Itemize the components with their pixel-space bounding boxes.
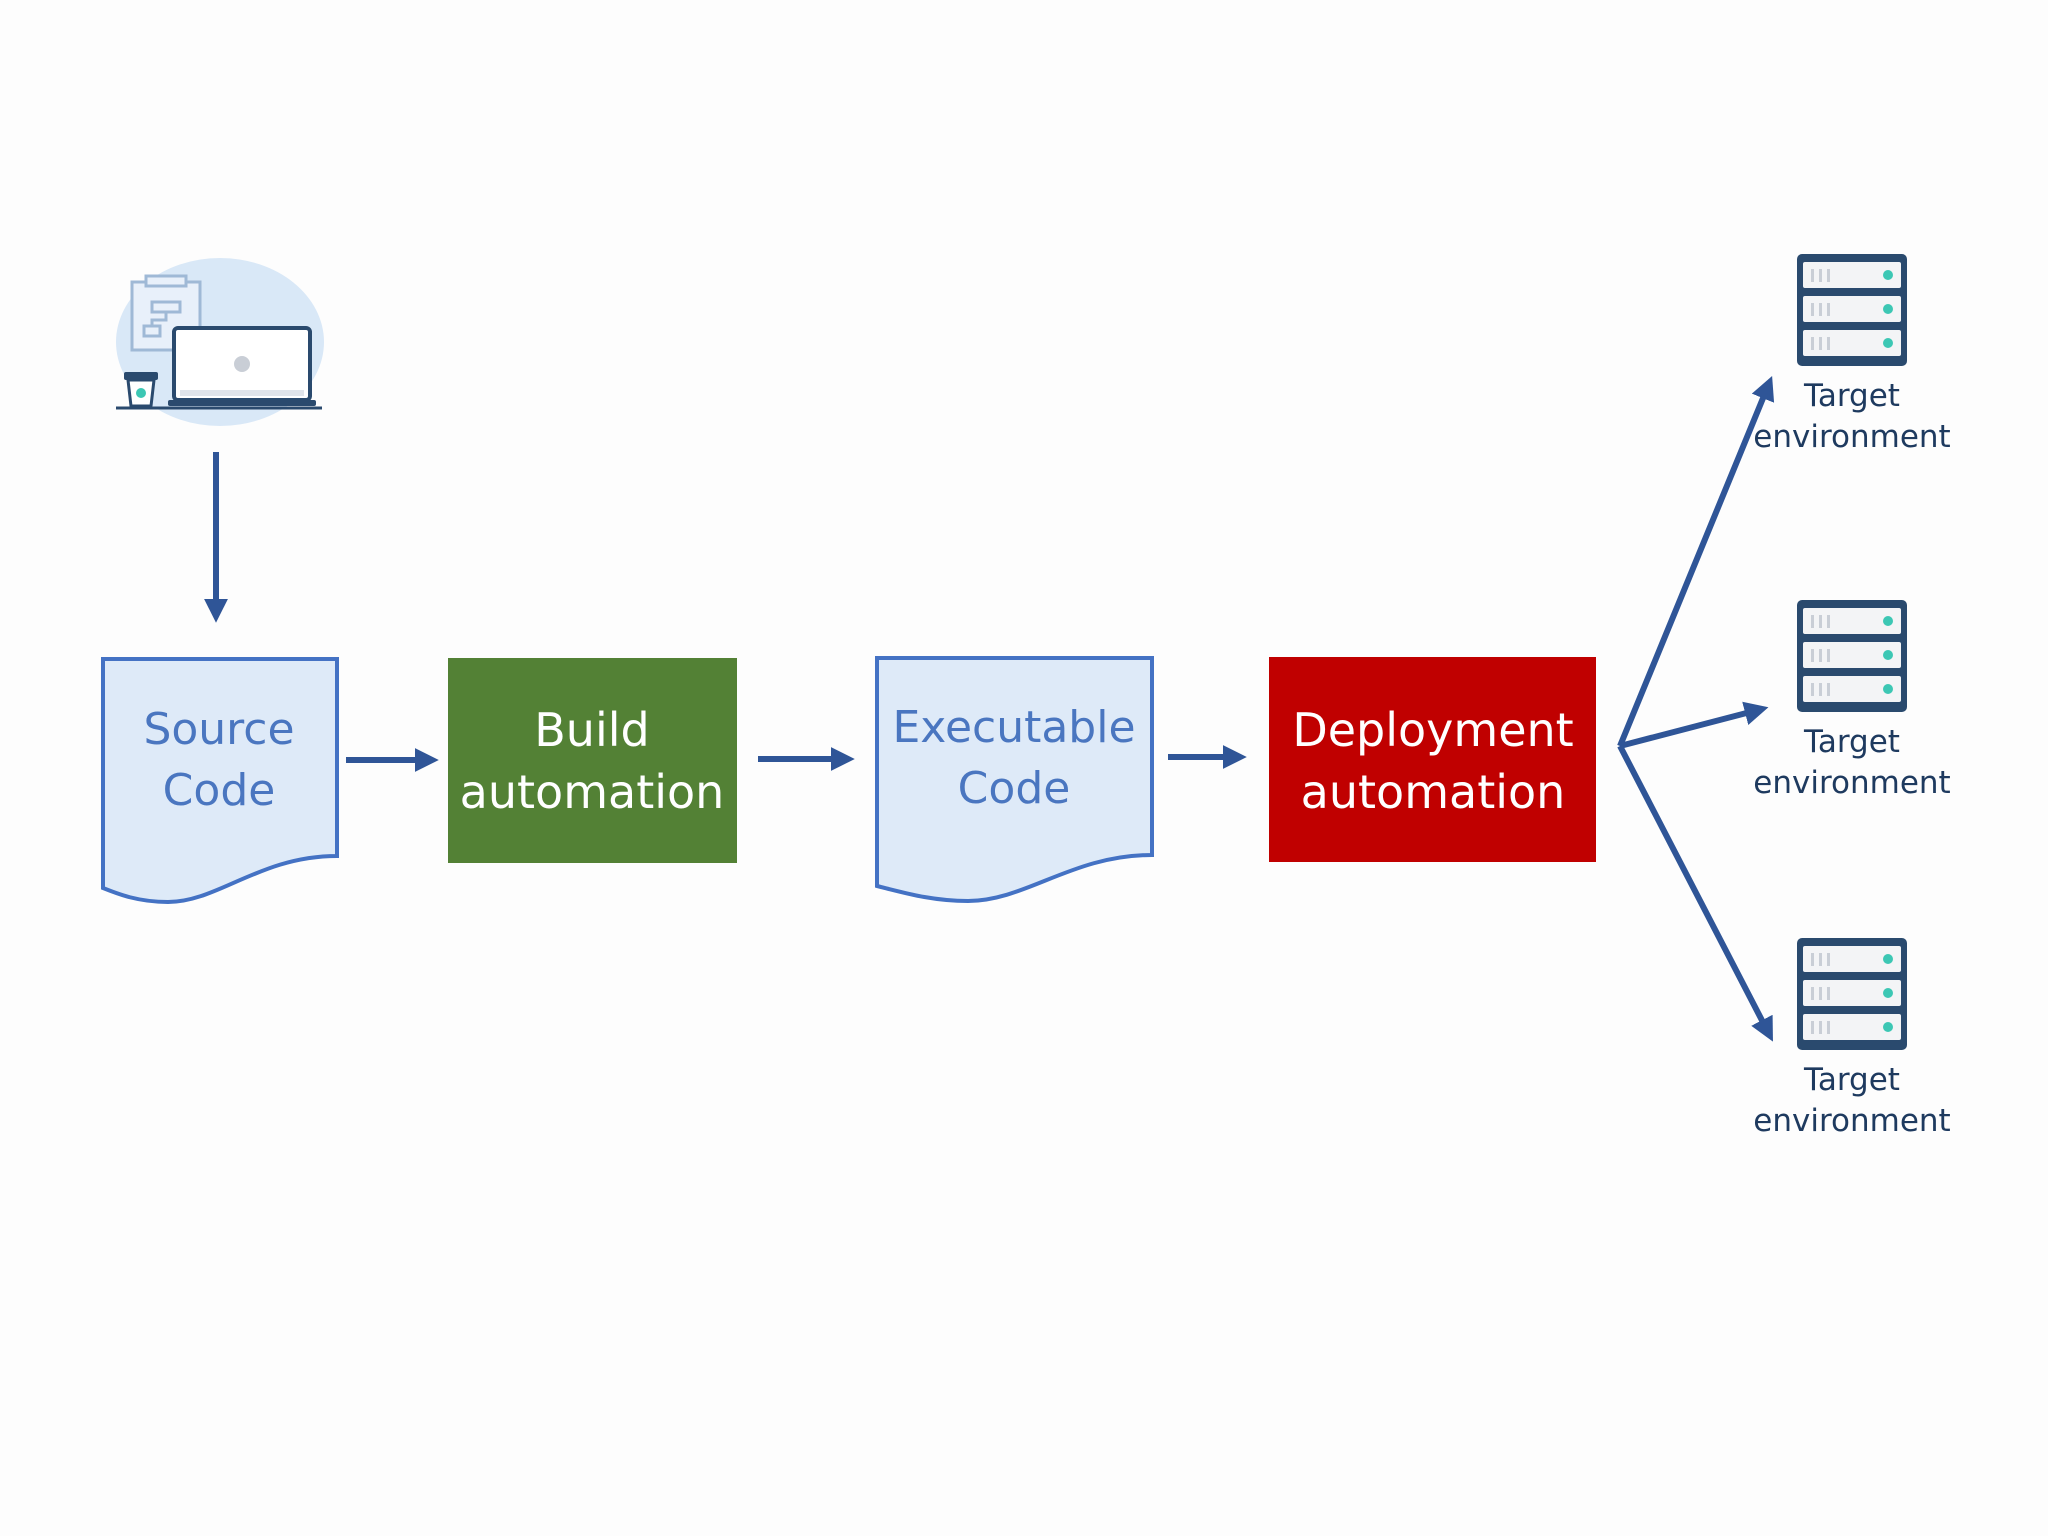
target-environment-label-line2: environment [1753, 765, 1950, 801]
deployment-automation-node: Deployment automation [1269, 657, 1596, 862]
build-automation-label-line2: automation [460, 765, 725, 819]
source-code-node: Source Code [101, 657, 339, 905]
target-environment-1: Target environment [1753, 254, 1951, 455]
source-code-label-line2: Code [163, 765, 276, 816]
developer-workstation-icon [116, 258, 324, 426]
target-environments: TargetenvironmentTargetenvironmentTarget… [1753, 254, 1951, 1139]
target-environment-2: Target environment [1753, 600, 1951, 801]
build-automation-label-line1: Build [534, 703, 649, 757]
pipeline-arrows [204, 376, 1775, 1042]
deployment-automation-box [1269, 657, 1596, 862]
executable-code-node: Executable Code [875, 656, 1154, 904]
server-icon [1797, 938, 1907, 1050]
arrow-deploy-to-target-3 [1617, 744, 1773, 1042]
target-environment-label-line2: environment [1753, 1103, 1950, 1139]
executable-code-label-line1: Executable [892, 702, 1135, 753]
arrow-deploy-to-target-1 [1617, 376, 1775, 748]
deployment-automation-label-line1: Deployment [1292, 703, 1573, 757]
target-environment-label-line1: Target [1803, 724, 1900, 760]
build-automation-node: Build automation [448, 658, 737, 863]
build-automation-box [448, 658, 737, 863]
server-icon [1797, 254, 1907, 366]
executable-code-document-shape [875, 656, 1154, 904]
server-icon [1797, 600, 1907, 712]
target-environment-label-line2: environment [1753, 419, 1950, 455]
arrow-deploy-to-target-2 [1619, 701, 1769, 749]
executable-code-label-line2: Code [958, 763, 1071, 814]
target-environment-3: Target environment [1753, 938, 1951, 1139]
source-code-label-line1: Source [143, 704, 294, 755]
target-environment-label-line1: Target [1803, 378, 1900, 414]
target-environment-label-line1: Target [1803, 1062, 1900, 1098]
source-code-document-shape [101, 657, 339, 905]
deployment-automation-label-line2: automation [1301, 765, 1566, 819]
